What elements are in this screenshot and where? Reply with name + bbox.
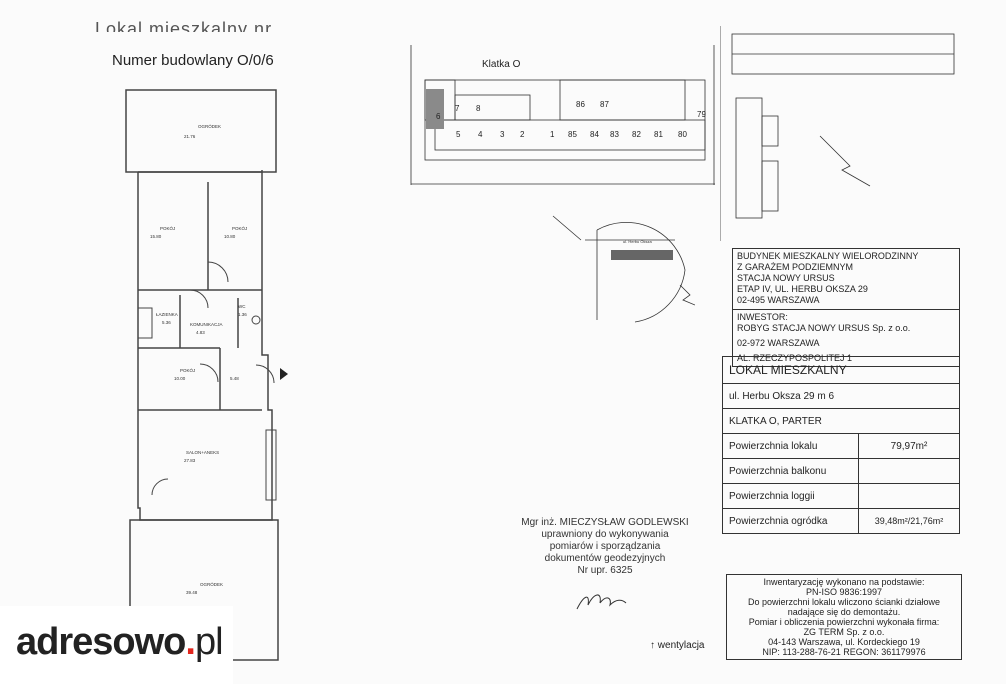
area-table: LOKAL MIESZKALNY ul. Herbu Oksza 29 m 6 …: [722, 356, 960, 534]
surveyor-stamp: Mgr inż. MIECZYSŁAW GODLEWSKI uprawniony…: [521, 517, 689, 576]
building-number: Numer budowlany O/0/6: [112, 52, 274, 69]
street-label: ul. Herbu Oksza: [623, 239, 652, 244]
svg-text:5: 5: [456, 130, 461, 139]
signature: [576, 594, 627, 610]
room2-label: POKÓJ: [232, 225, 247, 231]
garden-top-label: OGRÓDEK: [198, 123, 221, 129]
building-marker: [611, 250, 673, 260]
svg-text:85: 85: [568, 130, 577, 139]
room2-area: 10.80: [224, 234, 236, 239]
garden-bottom-area: 39.48: [186, 590, 198, 595]
svg-text:79: 79: [697, 110, 706, 119]
svg-text:8: 8: [476, 104, 481, 113]
garden-top-area: 21.76: [184, 134, 196, 139]
investor-line: ROBYG STACJA NOWY URSUS Sp. z o.o.: [737, 323, 911, 333]
arrow-up-icon: ↑: [650, 640, 655, 651]
stair-label: Klatka O: [482, 59, 521, 70]
svg-text:1: 1: [550, 130, 555, 139]
svg-text:3: 3: [500, 130, 505, 139]
svg-text:82: 82: [632, 130, 641, 139]
info-line: Z GARAŻEM PODZIEMNYM: [737, 262, 854, 272]
info-line: 02-495 WARSZAWA: [737, 295, 820, 305]
location-map: ul. Herbu Oksza: [552, 215, 695, 323]
building-sketch: [720, 26, 955, 241]
living-area: 27.83: [184, 458, 196, 463]
site-plan: Klatka O 7 8 86 87 79 6 5 4 3 2 1 85 84 …: [410, 45, 715, 185]
room1-area: 15.80: [150, 234, 162, 239]
staircase-cell: KLATKA O, PARTER: [722, 408, 960, 434]
room1-label: POKÓJ: [160, 225, 175, 231]
hall-comm-label: KOMUNIKACJA: [190, 322, 223, 327]
bath-area: 5.36: [162, 320, 171, 325]
investor-line: 02-972 WARSZAWA: [737, 338, 820, 348]
floor-plan: OGRÓDEK 21.76 POKÓJ 15.80 POKÓJ 10.80 ŁA…: [125, 89, 288, 661]
svg-text:84: 84: [590, 130, 599, 139]
svg-text:87: 87: [600, 100, 609, 109]
table-title: LOKAL MIESZKALNY: [722, 356, 960, 384]
wc-label: WC: [238, 304, 246, 309]
svg-text:2: 2: [520, 130, 525, 139]
bath-label: ŁAZIENKA: [156, 312, 178, 317]
room3-area: 10.00: [174, 376, 186, 381]
info-line: BUDYNEK MIESZKALNY WIELORODZINNY: [737, 251, 919, 261]
garden-bottom-label: OGRÓDEK: [200, 581, 223, 587]
hall-comm-area: 4.83: [196, 330, 205, 335]
table-row: Powierzchnia balkonu: [722, 458, 960, 484]
investor-line: INWESTOR:: [737, 312, 788, 322]
svg-text:4: 4: [478, 130, 483, 139]
svg-text:86: 86: [576, 100, 585, 109]
entrance-arrow-icon: [280, 368, 288, 380]
wc-area: 1.36: [238, 312, 247, 317]
svg-text:7: 7: [455, 104, 460, 113]
info-line: STACJA NOWY URSUS: [737, 273, 835, 283]
inventory-note: Inwentaryzację wykonano na podstawie: PN…: [726, 574, 962, 660]
svg-text:81: 81: [654, 130, 663, 139]
ventilation-legend: ↑ wentylacja: [650, 640, 705, 651]
building-info-box: BUDYNEK MIESZKALNY WIELORODZINNY Z GARAŻ…: [732, 248, 960, 367]
address-cell: ul. Herbu Oksza 29 m 6: [722, 383, 960, 409]
page-header-partial: Lokal mieszkalny nr: [95, 19, 273, 32]
room3-label: POKÓJ: [180, 367, 195, 373]
svg-text:80: 80: [678, 130, 687, 139]
garden-top-outline: [125, 89, 277, 173]
brand-logo[interactable]: adresowo.pl: [0, 606, 233, 684]
highlighted-unit: [426, 89, 444, 129]
svg-text:83: 83: [610, 130, 619, 139]
living-label: SALON+ANEKS: [186, 450, 219, 455]
hall-area: 5.48: [230, 376, 239, 381]
svg-text:6: 6: [436, 112, 441, 121]
info-line: ETAP IV, UL. HERBU OKSZA 29: [737, 284, 868, 294]
table-row: Powierzchnia loggii: [722, 483, 960, 509]
